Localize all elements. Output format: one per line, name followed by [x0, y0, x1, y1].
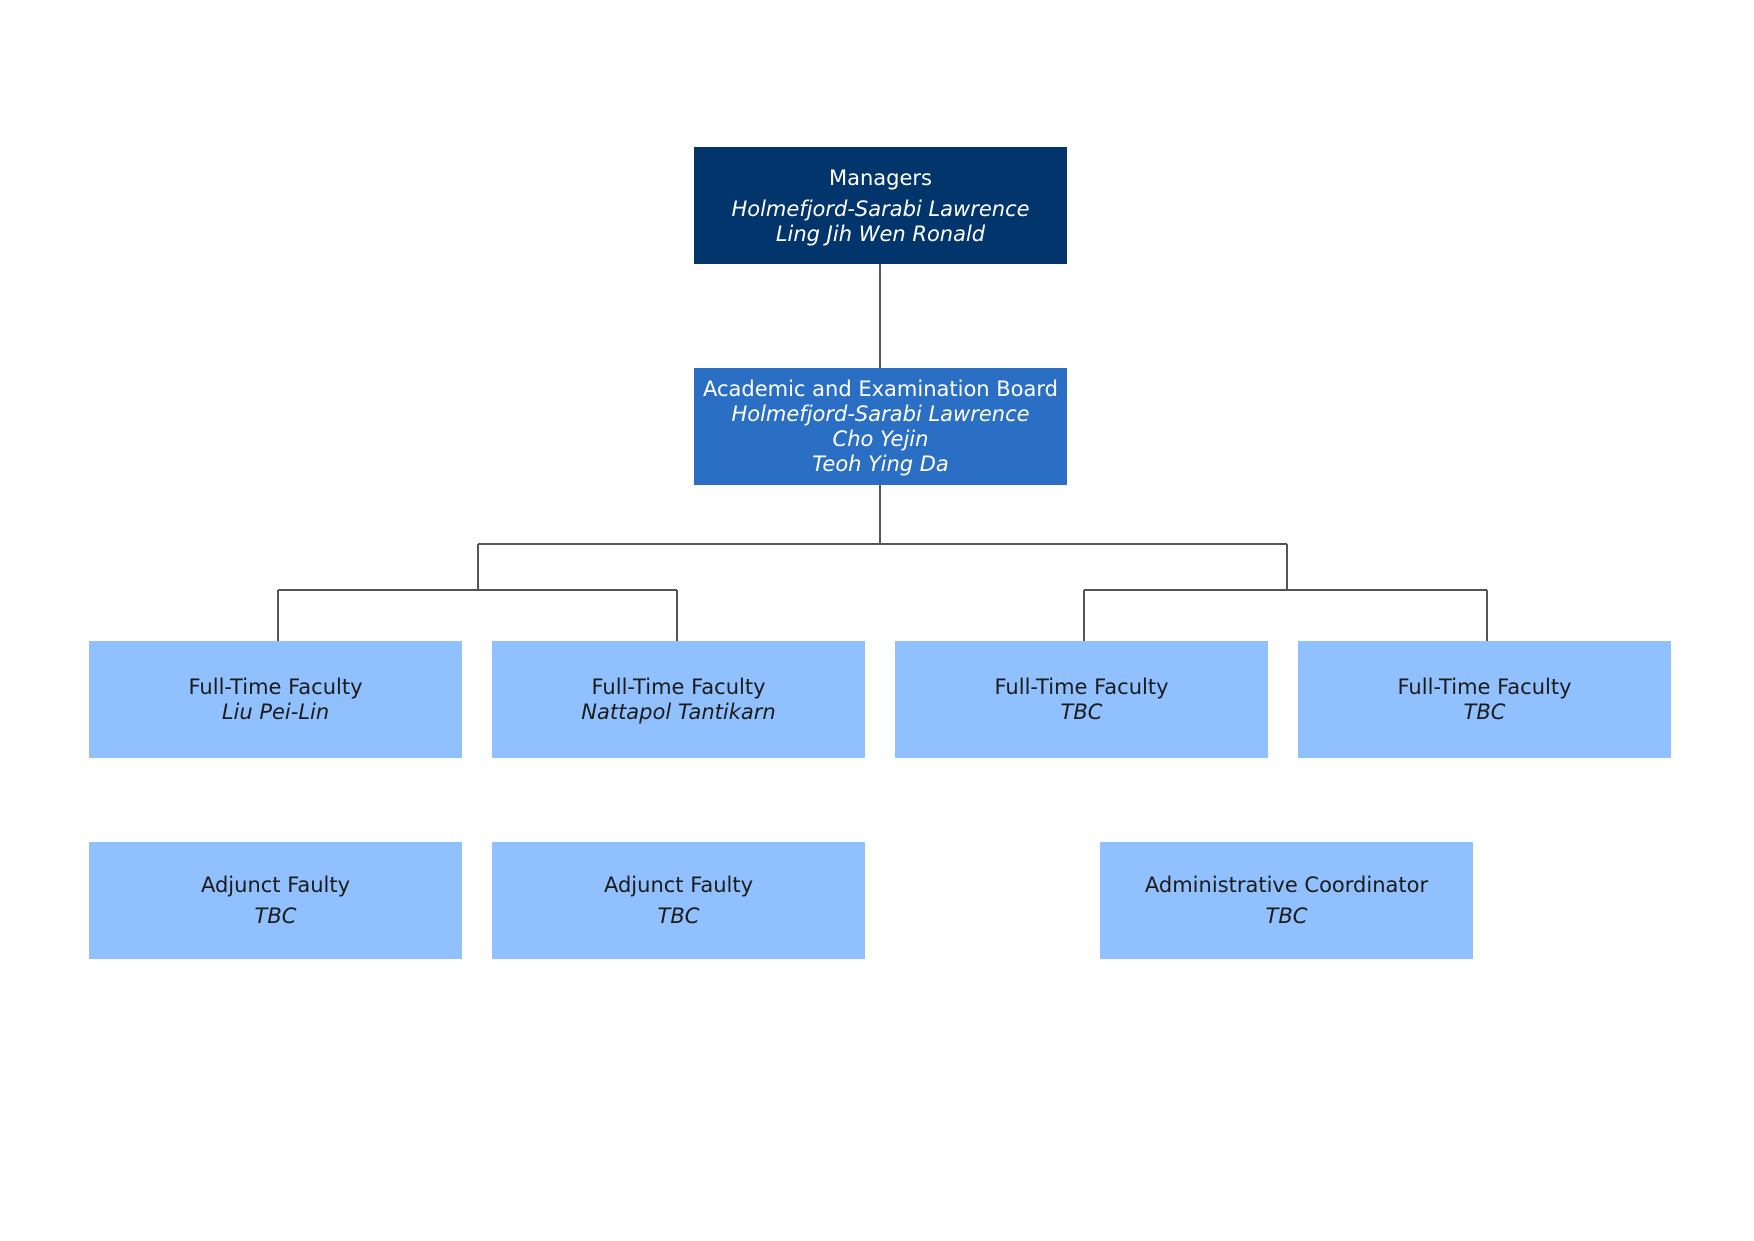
faculty-name: TBC — [1463, 700, 1506, 724]
board-name-1: Holmefjord-Sarabi Lawrence — [731, 402, 1030, 426]
board-title: Academic and Examination Board — [702, 377, 1058, 401]
faculty-box-3: Full-Time Faculty TBC — [895, 641, 1268, 758]
board-box: Academic and Examination Board Holmefjor… — [694, 368, 1067, 485]
board-name-2: Cho Yejin — [832, 427, 929, 451]
admin-coordinator-name: TBC — [1265, 904, 1308, 928]
adjunct-name: TBC — [254, 904, 297, 928]
faculty-title: Full-Time Faculty — [188, 675, 363, 699]
faculty-name: TBC — [1060, 700, 1103, 724]
faculty-box-4: Full-Time Faculty TBC — [1298, 641, 1671, 758]
admin-coordinator-title: Administrative Coordinator — [1144, 873, 1429, 897]
managers-name-2: Ling Jih Wen Ronald — [775, 221, 986, 246]
admin-coordinator-box: Administrative Coordinator TBC — [1100, 842, 1473, 959]
faculty-box-2: Full-Time Faculty Nattapol Tantikarn — [492, 641, 865, 758]
faculty-title: Full-Time Faculty — [994, 675, 1169, 699]
adjunct-box-2: Adjunct Faulty TBC — [492, 842, 865, 959]
faculty-name: Liu Pei-Lin — [221, 700, 330, 724]
adjunct-name: TBC — [657, 904, 700, 928]
adjunct-title: Adjunct Faulty — [200, 873, 351, 897]
faculty-box-1: Full-Time Faculty Liu Pei-Lin — [89, 641, 462, 758]
faculty-title: Full-Time Faculty — [1397, 675, 1572, 699]
faculty-name: Nattapol Tantikarn — [581, 700, 776, 724]
adjunct-box-1: Adjunct Faulty TBC — [89, 842, 462, 959]
adjunct-title: Adjunct Faulty — [603, 873, 754, 897]
faculty-title: Full-Time Faculty — [591, 675, 766, 699]
managers-name-1: Holmefjord-Sarabi Lawrence — [731, 196, 1030, 221]
managers-box: Managers Holmefjord-Sarabi Lawrence Ling… — [694, 147, 1067, 264]
managers-title: Managers — [829, 165, 932, 190]
board-name-3: Teoh Ying Da — [812, 452, 949, 476]
